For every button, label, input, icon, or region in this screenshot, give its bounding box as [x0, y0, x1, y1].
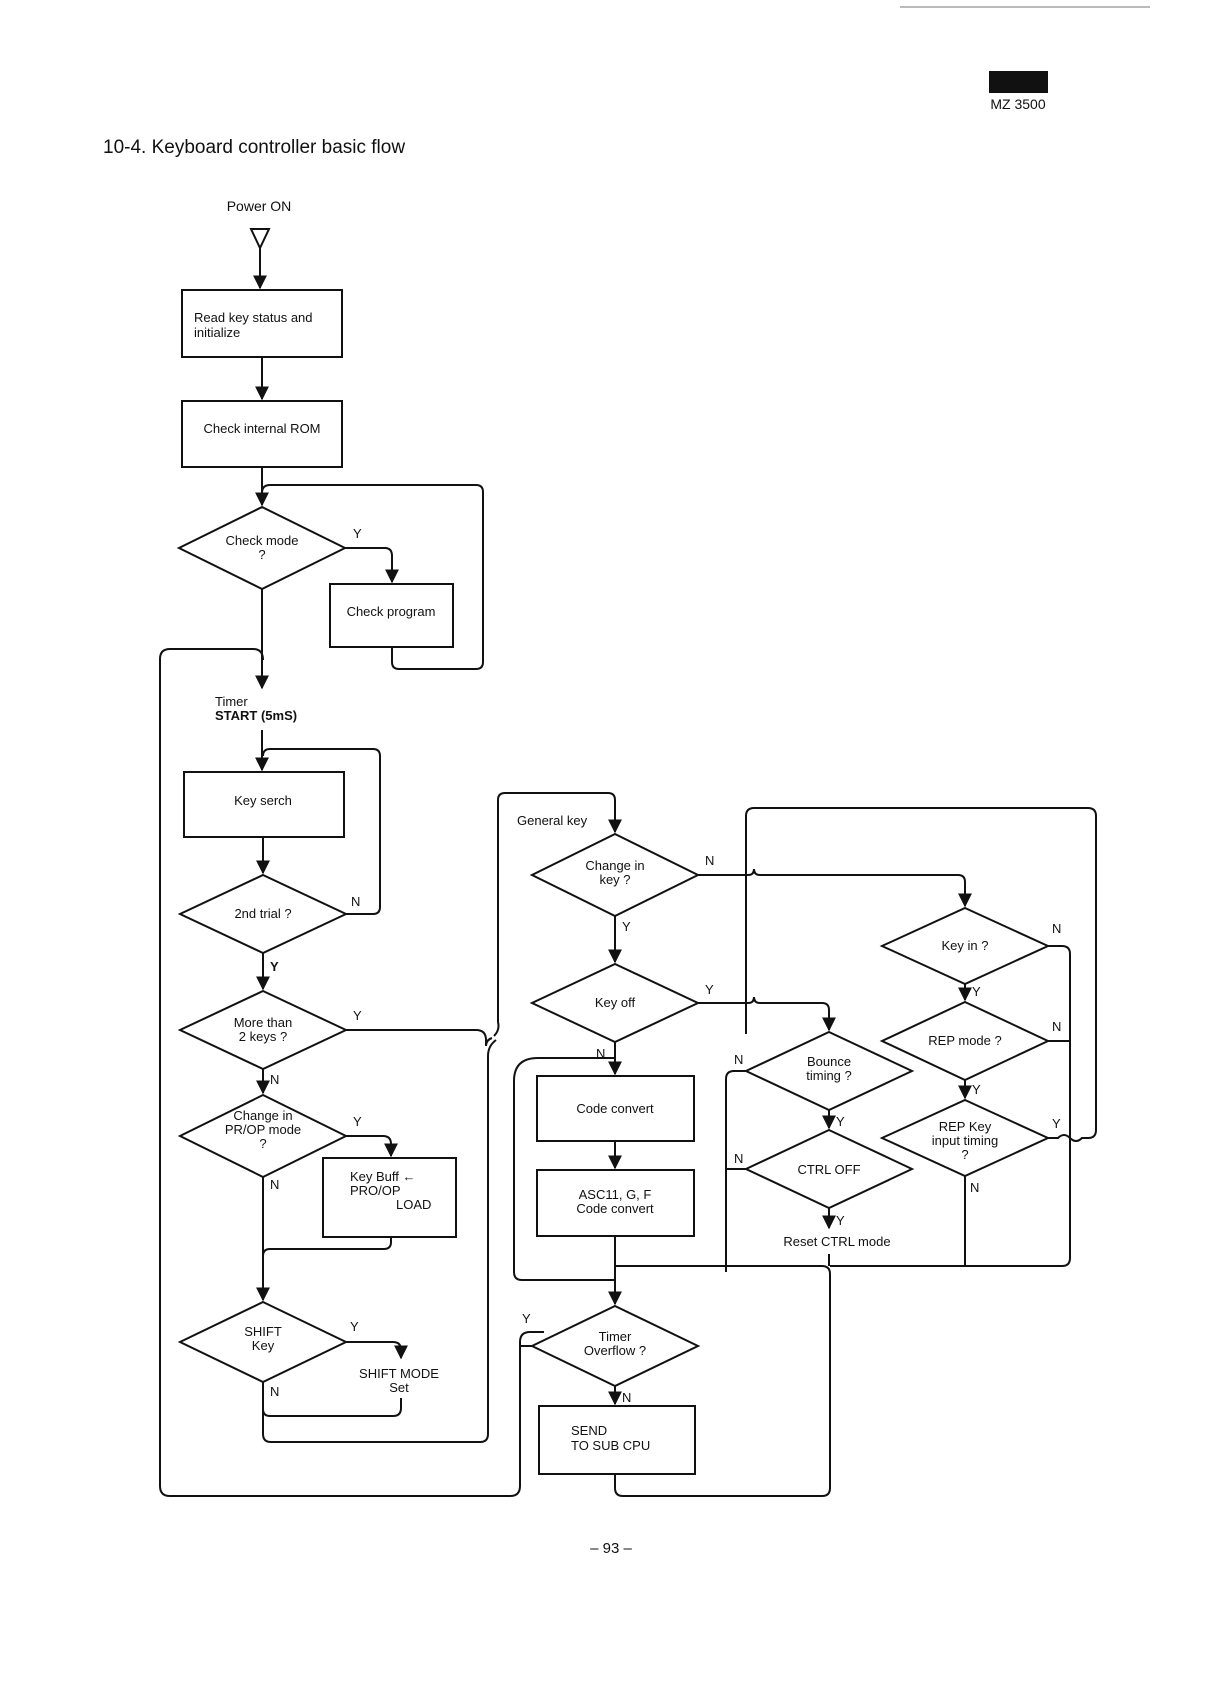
- svg-text:ASC11, G, F: ASC11, G, F: [579, 1187, 652, 1202]
- svg-text:Bounce: Bounce: [807, 1054, 851, 1069]
- ascii-code-convert-box: ASC11, G, F Code convert: [536, 1169, 695, 1237]
- svg-text:PRO/OP: PRO/OP: [350, 1183, 401, 1198]
- change-in-key-no: N: [705, 853, 714, 868]
- key-in-yes: Y: [972, 984, 981, 999]
- change-in-key-yes: Y: [622, 919, 631, 934]
- svg-text:CTRL OFF: CTRL OFF: [797, 1162, 860, 1177]
- timer-overflow-yes: Y: [522, 1311, 531, 1326]
- timer-start-label: Timer START (5mS): [215, 694, 297, 723]
- svg-text:Set: Set: [389, 1380, 409, 1395]
- model-label: MZ 3500: [990, 96, 1045, 112]
- bounce-timing-decision: Bounce timing ?: [743, 1030, 915, 1112]
- rep-key-input-timing-no: N: [970, 1180, 979, 1195]
- section-title: 10-4. Keyboard controller basic flow: [103, 137, 405, 158]
- change-in-key-decision: Change in key ?: [529, 832, 701, 918]
- svg-text:Change in: Change in: [233, 1108, 292, 1123]
- second-trial-yes: Y: [270, 959, 279, 974]
- svg-text:PR/OP mode: PR/OP mode: [225, 1122, 301, 1137]
- svg-text:SEND: SEND: [571, 1423, 607, 1438]
- svg-text:LOAD: LOAD: [396, 1197, 431, 1212]
- ctrl-off-decision: CTRL OFF: [743, 1128, 915, 1210]
- more-than-2-keys-yes: Y: [353, 1008, 362, 1023]
- more-than-2-keys-no: N: [270, 1072, 279, 1087]
- svg-text:SHIFT MODE: SHIFT MODE: [359, 1366, 439, 1381]
- svg-text:key ?: key ?: [599, 872, 630, 887]
- bounce-timing-yes: Y: [836, 1114, 845, 1129]
- rep-mode-no: N: [1052, 1019, 1061, 1034]
- check-mode-yes: Y: [353, 526, 362, 541]
- svg-text:?: ?: [259, 1136, 266, 1151]
- svg-text:TO SUB CPU: TO SUB CPU: [571, 1438, 650, 1453]
- rep-mode-yes: Y: [972, 1082, 981, 1097]
- general-key-label: General key: [517, 813, 588, 828]
- key-off-yes: Y: [705, 982, 714, 997]
- page-number: – 93 –: [590, 1540, 632, 1557]
- svg-text:Read key status and: Read key status and: [194, 310, 313, 325]
- svg-text:Code convert: Code convert: [576, 1201, 654, 1216]
- ctrl-off-yes: Y: [836, 1213, 845, 1228]
- key-in-no: N: [1052, 921, 1061, 936]
- check-program-box: Check program: [329, 583, 454, 648]
- more-than-2-keys-decision: More than 2 keys ?: [177, 989, 349, 1071]
- svg-text:Key Buff ←: Key Buff ←: [350, 1169, 416, 1184]
- svg-text:Key: Key: [252, 1338, 275, 1353]
- svg-text:Check internal ROM: Check internal ROM: [203, 421, 320, 436]
- timer-overflow-no: N: [622, 1390, 631, 1405]
- svg-text:?: ?: [258, 547, 265, 562]
- svg-text:initialize: initialize: [194, 325, 240, 340]
- shift-key-no: N: [270, 1384, 279, 1399]
- svg-text:Check mode: Check mode: [226, 533, 299, 548]
- svg-text:Check program: Check program: [347, 604, 436, 619]
- svg-text:Key serch: Key serch: [234, 793, 292, 808]
- model-badge: [989, 71, 1048, 93]
- svg-text:?: ?: [961, 1147, 968, 1162]
- svg-text:Key in ?: Key in ?: [942, 938, 989, 953]
- key-off-no: N: [596, 1046, 605, 1061]
- svg-text:Timer: Timer: [215, 694, 248, 709]
- change-prop-mode-no: N: [270, 1177, 279, 1192]
- svg-text:START (5mS): START (5mS): [215, 708, 297, 723]
- key-off-decision: Key off: [529, 962, 701, 1044]
- bounce-timing-no: N: [734, 1052, 743, 1067]
- power-on-label: Power ON: [227, 198, 292, 214]
- svg-text:2 keys ?: 2 keys ?: [239, 1029, 287, 1044]
- svg-text:SHIFT: SHIFT: [244, 1324, 282, 1339]
- svg-text:More than: More than: [234, 1015, 293, 1030]
- key-search-box: Key serch: [183, 771, 345, 838]
- svg-text:timing ?: timing ?: [806, 1068, 852, 1083]
- read-key-status-box: Read key status and initialize: [181, 289, 343, 358]
- rep-key-input-timing-decision: REP Key input timing ?: [879, 1098, 1051, 1178]
- power-on-triangle: [249, 228, 271, 251]
- key-in-decision: Key in ?: [879, 906, 1051, 986]
- rep-key-input-timing-yes: Y: [1052, 1116, 1061, 1131]
- send-to-sub-cpu-box: SEND TO SUB CPU: [538, 1405, 696, 1475]
- check-internal-rom-box: Check internal ROM: [181, 400, 343, 468]
- svg-text:2nd trial ?: 2nd trial ?: [234, 906, 291, 921]
- shift-key-yes: Y: [350, 1319, 359, 1334]
- svg-text:Change in: Change in: [585, 858, 644, 873]
- svg-text:REP mode ?: REP mode ?: [928, 1033, 1001, 1048]
- change-prop-mode-decision: Change in PR/OP mode ?: [177, 1093, 349, 1179]
- shift-key-decision: SHIFT Key: [177, 1300, 349, 1384]
- svg-text:Key off: Key off: [595, 995, 636, 1010]
- code-convert-box: Code convert: [536, 1075, 695, 1142]
- reset-ctrl-mode-label: Reset CTRL mode: [783, 1234, 890, 1249]
- shift-mode-set-label: SHIFT MODE Set: [359, 1366, 439, 1395]
- svg-text:input timing: input timing: [932, 1133, 998, 1148]
- ctrl-off-no: N: [734, 1151, 743, 1166]
- timer-overflow-decision: Timer Overflow ?: [529, 1304, 701, 1388]
- key-buff-box: Key Buff ← PRO/OP LOAD: [322, 1157, 457, 1238]
- change-prop-mode-yes: Y: [353, 1114, 362, 1129]
- svg-text:REP Key: REP Key: [939, 1119, 992, 1134]
- second-trial-decision: 2nd trial ?: [177, 873, 349, 955]
- check-mode-decision: Check mode ?: [176, 505, 348, 591]
- svg-text:Code convert: Code convert: [576, 1101, 654, 1116]
- svg-text:Overflow ?: Overflow ?: [584, 1343, 646, 1358]
- svg-text:Timer: Timer: [599, 1329, 632, 1344]
- second-trial-no: N: [351, 894, 360, 909]
